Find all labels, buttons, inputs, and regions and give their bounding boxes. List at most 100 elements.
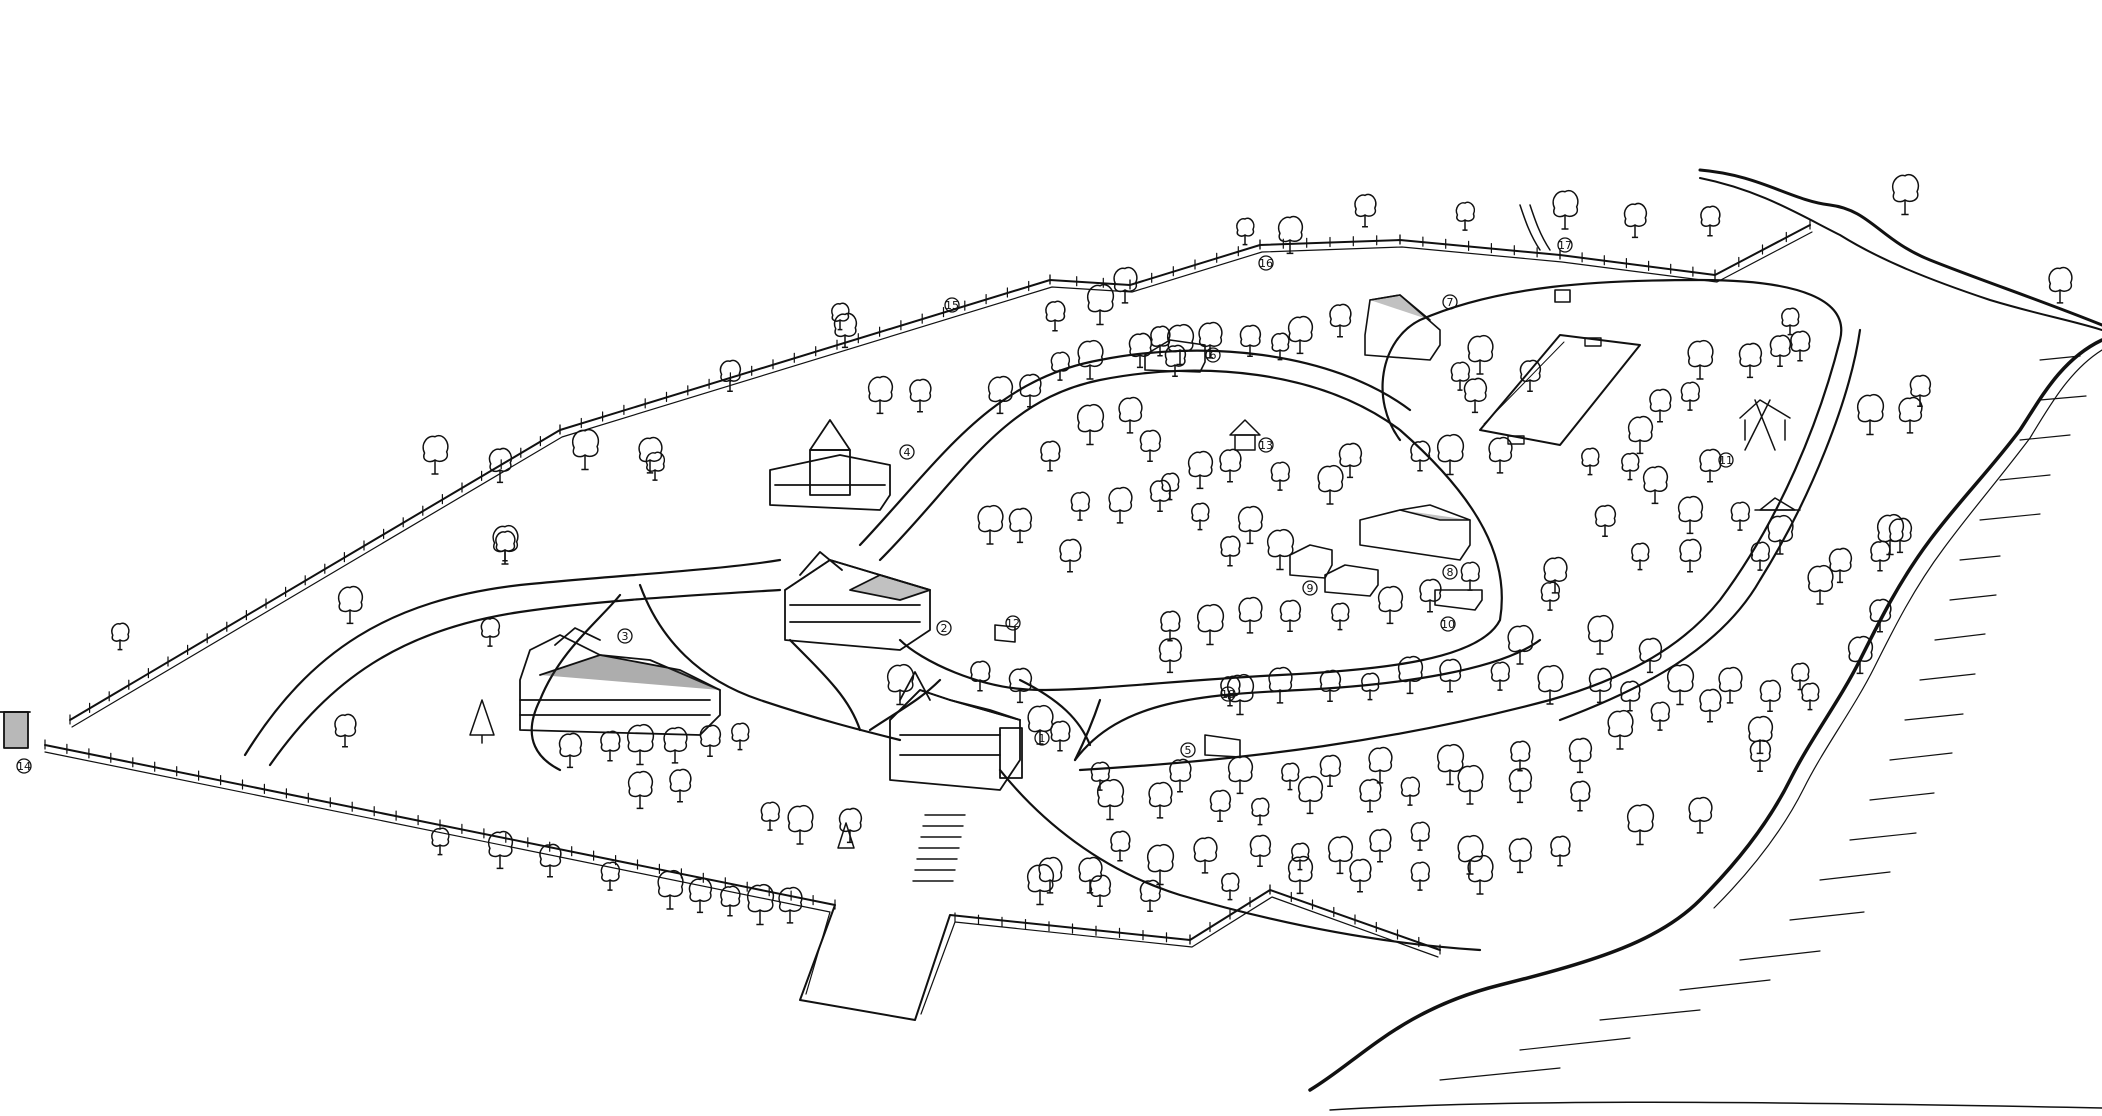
tree [1237,505,1264,545]
tree [1251,797,1270,826]
marker-15[interactable]: 15 [944,297,960,313]
tree [1519,359,1542,392]
tree [1791,662,1810,691]
pavilion-carousel [1739,399,1801,511]
tree [1510,740,1531,772]
marker-14[interactable]: 14 [16,758,32,774]
marker-10[interactable]: 10 [1440,616,1456,632]
svg-text:13: 13 [1259,439,1273,452]
marker-9[interactable]: 9 [1302,580,1318,596]
svg-text:14: 14 [17,760,31,773]
tree [1361,672,1380,701]
marker-12[interactable]: 12 [1005,615,1021,631]
tree [1209,789,1232,822]
tree [1419,578,1442,613]
marker-6[interactable]: 6 [1205,347,1221,363]
tree [1857,393,1885,436]
tree [1508,837,1533,874]
tree [488,447,513,484]
tree [1400,776,1421,806]
tree [1191,502,1210,531]
tree [1077,339,1104,380]
marker-17[interactable]: 17 [1557,237,1573,253]
tree [1679,538,1702,573]
marker-2[interactable]: 2 [936,620,952,636]
tree [487,830,514,870]
tree [1359,778,1382,813]
building-main-house [889,671,1023,791]
tree [1507,624,1534,665]
tree [1019,373,1042,408]
marker-3[interactable]: 3 [617,628,633,644]
marker-16[interactable]: 16 [1258,255,1274,271]
tree [1627,803,1655,846]
sports-field [1479,334,1641,446]
tree [669,768,692,803]
tree [1150,325,1171,357]
tree [431,827,450,856]
tree [1870,540,1891,572]
tree [1738,342,1763,379]
estate-fence [44,219,1813,1021]
building-tower-house [769,419,891,511]
tree [1090,761,1111,791]
tree [1160,610,1181,642]
svg-text:18: 18 [1221,688,1235,701]
river [1308,168,2102,1111]
svg-text:1: 1 [1039,732,1046,745]
tree [1568,737,1593,774]
tree [1631,542,1650,571]
tree [1700,205,1721,237]
tree [1338,442,1363,479]
tree [627,723,655,766]
tree [600,730,621,762]
tree [778,886,803,924]
tree [719,359,742,392]
marker-11[interactable]: 11 [1718,452,1734,468]
marker-13[interactable]: 13 [1258,437,1274,453]
tree [1287,855,1314,895]
tree [1888,517,1913,554]
tree [1687,339,1714,380]
tree [492,524,519,565]
tree [1221,872,1240,901]
tree [1455,201,1476,231]
tree [1457,834,1484,875]
tree [1369,828,1392,863]
svg-text:5: 5 [1185,744,1192,757]
tree [1097,778,1125,821]
marker-4[interactable]: 4 [899,444,915,460]
tree [1164,344,1187,377]
svg-text:9: 9 [1307,582,1314,595]
marker-8[interactable]: 8 [1442,564,1458,580]
marker-18[interactable]: 18 [1220,686,1236,702]
tree [760,801,781,831]
tree [1198,321,1223,359]
tree [1220,535,1241,567]
svg-text:11: 11 [1719,454,1733,467]
tree [1040,440,1061,472]
marker-7[interactable]: 7 [1442,294,1458,310]
tree [1169,758,1192,793]
marker-5[interactable]: 5 [1180,742,1196,758]
tree [720,885,741,917]
tree [1227,755,1254,795]
park-paths [243,278,1862,952]
tree [1437,433,1465,476]
tree [1147,843,1175,886]
tree [1467,854,1494,895]
tree [1239,324,1262,357]
tree [1642,465,1669,505]
tree [627,770,654,810]
tree [1437,743,1465,786]
building-outbuildings [994,289,1571,758]
tree [1781,307,1800,336]
building-manor [784,551,931,651]
tree [1349,858,1372,893]
tree [1667,663,1695,706]
marker-1[interactable]: 1 [1034,730,1050,746]
tree [572,428,600,471]
tree [1397,655,1424,695]
tree [1268,666,1293,704]
tree [1050,351,1071,381]
